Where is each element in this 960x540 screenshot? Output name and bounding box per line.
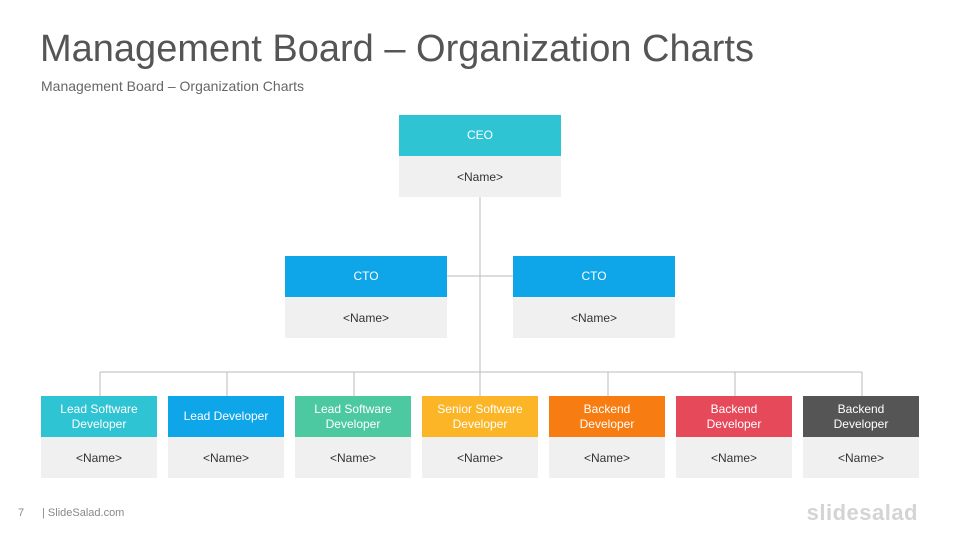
staff-box: Lead Software Developer <Name> <box>41 396 157 478</box>
cto-name: <Name> <box>513 297 675 338</box>
staff-box: Backend Developer <Name> <box>676 396 792 478</box>
staff-name: <Name> <box>168 437 284 478</box>
staff-role: Backend Developer <box>676 396 792 437</box>
cto-role: CTO <box>285 256 447 297</box>
staff-name: <Name> <box>422 437 538 478</box>
staff-box: Lead Software Developer <Name> <box>295 396 411 478</box>
cto-name: <Name> <box>285 297 447 338</box>
staff-name: <Name> <box>295 437 411 478</box>
staff-box: Lead Developer <Name> <box>168 396 284 478</box>
staff-role: Backend Developer <box>803 396 919 437</box>
slidesalad-logo: slidesalad <box>806 500 918 525</box>
page-number: 7 <box>18 507 25 519</box>
staff-name: <Name> <box>803 437 919 478</box>
staff-role: Senior Software Developer <box>422 396 538 437</box>
cto-box-left: CTO <Name> <box>285 256 447 338</box>
staff-box: Senior Software Developer <Name> <box>422 396 538 478</box>
slide-subtitle: Management Board – Organization Charts <box>41 78 305 94</box>
staff-role: Lead Developer <box>168 396 284 437</box>
cto-role: CTO <box>513 256 675 297</box>
staff-name: <Name> <box>676 437 792 478</box>
slide-title: Management Board – Organization Charts <box>40 28 754 70</box>
staff-box: Backend Developer <Name> <box>803 396 919 478</box>
ceo-name: <Name> <box>399 156 561 197</box>
staff-role: Lead Software Developer <box>41 396 157 437</box>
ceo-role: CEO <box>399 115 561 156</box>
staff-box: Backend Developer <Name> <box>549 396 665 478</box>
staff-role: Backend Developer <box>549 396 665 437</box>
cto-box-right: CTO <Name> <box>513 256 675 338</box>
ceo-box: CEO <Name> <box>399 115 561 197</box>
staff-name: <Name> <box>549 437 665 478</box>
footer-site: | SlideSalad.com <box>42 507 125 519</box>
staff-role: Lead Software Developer <box>295 396 411 437</box>
staff-name: <Name> <box>41 437 157 478</box>
